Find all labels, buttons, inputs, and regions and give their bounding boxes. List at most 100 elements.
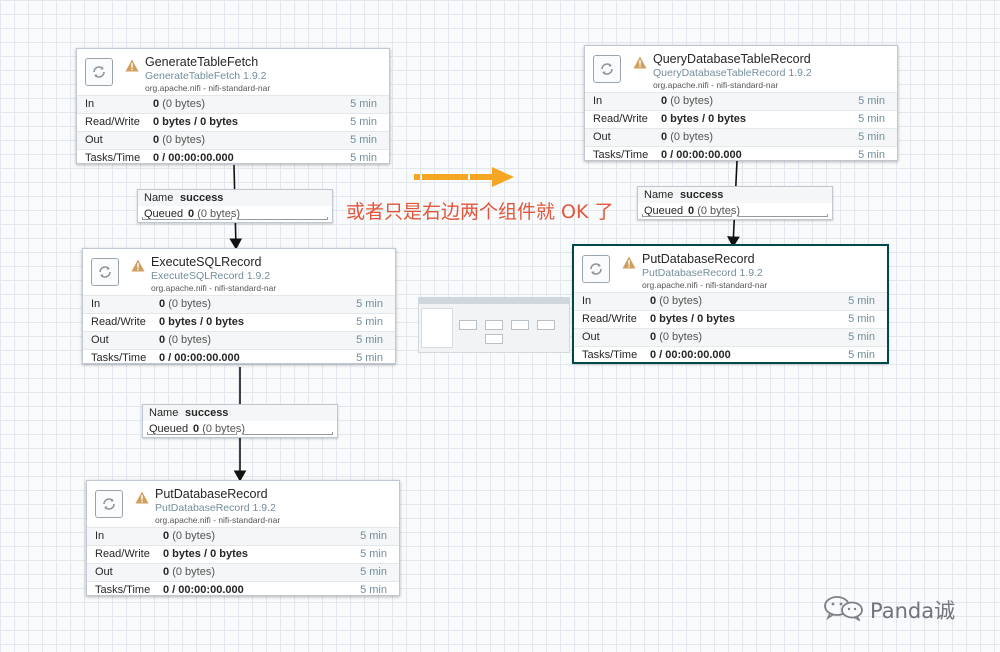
processor-generate-table-fetch[interactable]: GenerateTableFetch GenerateTableFetch 1.… bbox=[76, 48, 390, 164]
queue-size-bar bbox=[738, 214, 828, 217]
stat-value: 0 (0 bytes) bbox=[153, 98, 205, 110]
processor-put-database-record[interactable]: PutDatabaseRecord PutDatabaseRecord 1.9.… bbox=[86, 480, 400, 596]
processor-icon bbox=[593, 55, 621, 83]
stat-label: Tasks/Time bbox=[95, 584, 151, 596]
processor-bundle: org.apache.nifi - nifi-standard-nar bbox=[653, 80, 779, 90]
watermark-text: Panda诚 bbox=[870, 599, 956, 623]
stat-row-out: Out 0 (0 bytes) 5 min bbox=[585, 128, 897, 146]
stat-label: Out bbox=[91, 334, 109, 346]
processor-icon bbox=[91, 258, 119, 286]
stat-label: Read/Write bbox=[593, 113, 648, 125]
stat-time: 5 min bbox=[350, 152, 377, 164]
stat-time: 5 min bbox=[356, 298, 383, 310]
stat-value: 0 (0 bytes) bbox=[159, 334, 211, 346]
stat-time: 5 min bbox=[360, 548, 387, 560]
stat-label: Out bbox=[95, 566, 113, 578]
stat-value: 0 bytes / 0 bytes bbox=[650, 313, 735, 325]
stat-time: 5 min bbox=[350, 116, 377, 128]
stat-time: 5 min bbox=[360, 530, 387, 542]
stat-label: Out bbox=[85, 134, 103, 146]
processor-header: QueryDatabaseTableRecord QueryDatabaseTa… bbox=[585, 46, 897, 92]
processor-icon bbox=[95, 490, 123, 518]
processor-name: PutDatabaseRecord bbox=[155, 487, 268, 501]
stat-label: Tasks/Time bbox=[91, 352, 147, 364]
wechat-icon bbox=[824, 596, 863, 621]
stat-value: 0 / 00:00:00.000 bbox=[153, 152, 234, 164]
stat-value: 0 (0 bytes) bbox=[163, 566, 215, 578]
processor-bundle: org.apache.nifi - nifi-standard-nar bbox=[155, 515, 281, 525]
connection-name-value: success bbox=[180, 192, 224, 204]
stat-label: Out bbox=[593, 131, 611, 143]
warning-icon[interactable] bbox=[633, 56, 647, 69]
stat-time: 5 min bbox=[350, 134, 377, 146]
stat-row-tasks: Tasks/Time 0 / 00:00:00.000 5 min bbox=[77, 149, 389, 167]
stat-label: Tasks/Time bbox=[593, 149, 649, 161]
stat-time: 5 min bbox=[356, 352, 383, 364]
stat-value: 0 (0 bytes) bbox=[163, 530, 215, 542]
stat-value: 0 / 00:00:00.000 bbox=[661, 149, 742, 161]
stat-time: 5 min bbox=[350, 98, 377, 110]
warning-icon[interactable] bbox=[131, 259, 145, 272]
stat-value: 0 (0 bytes) bbox=[661, 131, 713, 143]
processor-header: ExecuteSQLRecord ExecuteSQLRecord 1.9.2 … bbox=[83, 249, 395, 295]
processor-header: PutDatabaseRecord PutDatabaseRecord 1.9.… bbox=[87, 481, 399, 527]
stat-label: In bbox=[593, 95, 603, 107]
arrow-right-icon bbox=[414, 167, 514, 187]
processor-name: ExecuteSQLRecord bbox=[151, 255, 262, 269]
stat-label: Read/Write bbox=[95, 548, 150, 560]
stat-value: 0 bytes / 0 bytes bbox=[661, 113, 746, 125]
stat-row-out: Out 0 (0 bytes) 5 min bbox=[83, 331, 395, 349]
connection-queued-value: 0 (0 bytes) bbox=[188, 208, 240, 220]
processor-execute-sql-record[interactable]: ExecuteSQLRecord ExecuteSQLRecord 1.9.2 … bbox=[82, 248, 396, 364]
stat-time: 5 min bbox=[858, 95, 885, 107]
warning-icon[interactable] bbox=[135, 491, 149, 504]
processor-type: GenerateTableFetch 1.9.2 bbox=[145, 70, 267, 82]
processor-type: PutDatabaseRecord 1.9.2 bbox=[155, 502, 276, 514]
stat-value: 0 / 00:00:00.000 bbox=[159, 352, 240, 364]
processor-query-database-table-record[interactable]: QueryDatabaseTableRecord QueryDatabaseTa… bbox=[584, 45, 898, 161]
queue-count-bar bbox=[142, 217, 232, 220]
warning-icon[interactable] bbox=[125, 59, 139, 72]
stat-time: 5 min bbox=[858, 131, 885, 143]
connection-name-label: Name bbox=[149, 407, 179, 419]
stat-value: 0 / 00:00:00.000 bbox=[650, 349, 731, 361]
stat-value: 0 bytes / 0 bytes bbox=[153, 116, 238, 128]
processor-type: QueryDatabaseTableRecord 1.9.2 bbox=[653, 67, 812, 79]
stat-time: 5 min bbox=[848, 349, 875, 361]
stat-time: 5 min bbox=[848, 331, 875, 343]
stat-time: 5 min bbox=[356, 316, 383, 328]
processor-type: ExecuteSQLRecord 1.9.2 bbox=[151, 270, 271, 282]
stat-label: Tasks/Time bbox=[85, 152, 141, 164]
stat-value: 0 bytes / 0 bytes bbox=[159, 316, 244, 328]
stat-label: Read/Write bbox=[91, 316, 146, 328]
stat-time: 5 min bbox=[356, 334, 383, 346]
stat-label: In bbox=[582, 295, 592, 307]
processor-header: PutDatabaseRecord PutDatabaseRecord 1.9.… bbox=[574, 246, 887, 292]
connection-queued-value: 0 (0 bytes) bbox=[688, 205, 740, 217]
stat-time: 5 min bbox=[858, 149, 885, 161]
connection-name-value: success bbox=[680, 189, 724, 201]
warning-icon[interactable] bbox=[622, 256, 636, 269]
stat-value: 0 (0 bytes) bbox=[650, 331, 702, 343]
annotation-text: 或者只是右边两个组件就 OK 了 bbox=[346, 201, 614, 223]
stat-time: 5 min bbox=[360, 584, 387, 596]
stat-row-read-write: Read/Write 0 bytes / 0 bytes 5 min bbox=[83, 313, 395, 331]
processor-put-database-record-selected[interactable]: PutDatabaseRecord PutDatabaseRecord 1.9.… bbox=[573, 245, 888, 363]
queue-count-bar bbox=[147, 432, 237, 435]
connection-queued-value: 0 (0 bytes) bbox=[193, 423, 245, 435]
